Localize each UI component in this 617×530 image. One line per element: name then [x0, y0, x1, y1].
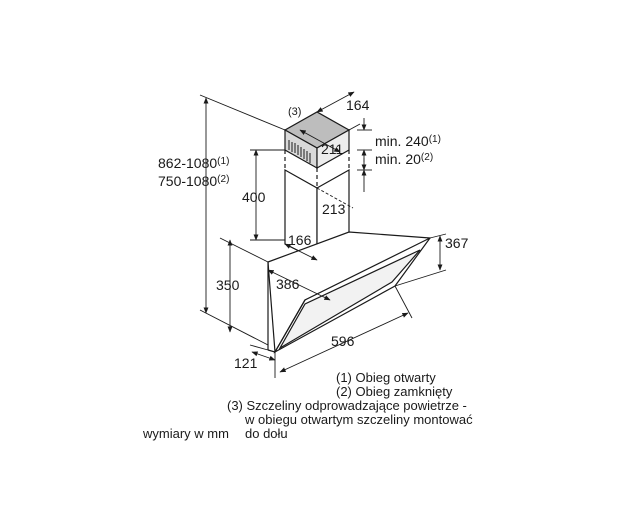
dim-166: 166	[288, 232, 312, 248]
dim-367: 367	[445, 235, 469, 251]
dim-total-height-2: 750-1080(2)	[158, 173, 229, 189]
dim-596: 596	[331, 333, 355, 349]
dim-total-height-1: 862-1080(1)	[158, 155, 229, 171]
legend-note-2: (2) Obieg zamknięty	[336, 384, 453, 399]
dim-min-240: min. 240(1)	[375, 133, 441, 149]
dim-400: 400	[242, 189, 266, 205]
dim-386: 386	[276, 276, 300, 292]
note-3-marker: (3)	[288, 106, 301, 118]
dim-121: 121	[234, 355, 258, 371]
dimension-lines	[199, 91, 447, 378]
dim-350: 350	[216, 277, 240, 293]
legend-note-3-line3: do dołu	[245, 426, 288, 441]
dim-211: 211	[321, 141, 344, 157]
legend-note-3-line1: (3) Szczeliny odprowadzające powietrze -	[227, 398, 467, 413]
dim-min-20: min. 20(2)	[375, 151, 433, 167]
dim-164: 164	[346, 97, 370, 113]
units-label: wymiary w mm	[142, 426, 229, 441]
legend-note-3-line2: w obiegu otwartym szczeliny montować	[244, 412, 473, 427]
dim-213: 213	[322, 201, 346, 217]
legend-note-1: (1) Obieg otwarty	[336, 370, 436, 385]
